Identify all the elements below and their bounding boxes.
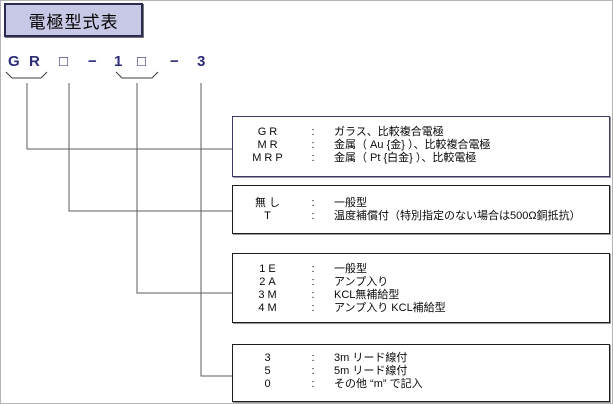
colon-separator: :: [311, 289, 315, 301]
code-description: ガラス、比較複合電極: [334, 126, 444, 138]
code-value: 無し: [255, 197, 283, 209]
title-box: 電極型式表: [4, 3, 143, 37]
legend-row: T : 温度補償付（特別指定のない場合は500Ω銅抵抗）: [233, 210, 609, 223]
connector-lead-line: [200, 83, 232, 377]
colon-separator: :: [311, 365, 315, 377]
placeholder-square: □: [59, 53, 69, 70]
legend-row: GR : ガラス、比較複合電極: [233, 126, 609, 139]
code-description: アンプ入り KCL補給型: [334, 302, 446, 314]
code-description: 一般型: [334, 263, 367, 275]
colon-separator: :: [311, 263, 315, 275]
code-dash: −: [170, 53, 179, 70]
code-description: 5m リード線付: [334, 365, 408, 377]
code-value: 2A: [259, 276, 279, 288]
legend-row: MRP : 金属（ Pt {白金} ）、比較電極: [233, 152, 609, 165]
lead-wire-legend-box: 3 : 3m リード線付 5 : 5m リード線付 0 : その他 “m” で記…: [232, 344, 610, 402]
code-value: 3: [264, 352, 274, 364]
type-legend-box: 1E : 一般型 2A : アンプ入り 3M : KCL無補給型 4M : アン…: [232, 253, 610, 323]
colon-separator: :: [311, 126, 315, 138]
code-char-1: 1: [114, 53, 123, 70]
code-description: 金属（ Au {金} ）、比較複合電極: [334, 139, 491, 151]
colon-separator: :: [311, 197, 315, 209]
code-value: 0: [264, 378, 274, 390]
legend-row: 4M : アンプ入り KCL補給型: [233, 302, 609, 315]
legend-row: 3M : KCL無補給型: [233, 289, 609, 302]
code-char-g: G: [8, 53, 20, 70]
colon-separator: :: [311, 139, 315, 151]
code-value: 1E: [259, 263, 279, 275]
code-description: KCL無補給型: [334, 289, 400, 301]
legend-row: 1E : 一般型: [233, 263, 609, 276]
code-value: 4M: [258, 302, 280, 314]
legend-row: 3 : 3m リード線付: [233, 352, 609, 365]
code-description: アンプ入り: [334, 276, 389, 288]
code-description: 一般型: [334, 197, 367, 209]
code-value: GR: [257, 126, 281, 138]
legend-row: 5 : 5m リード線付: [233, 365, 609, 378]
colon-separator: :: [311, 302, 315, 314]
code-description: その他 “m” で記入: [334, 378, 423, 390]
code-description: 金属（ Pt {白金} ）、比較電極: [334, 152, 477, 164]
placeholder-square: □: [137, 53, 147, 70]
temperature-legend-box: 無し : 一般型 T : 温度補償付（特別指定のない場合は500Ω銅抵抗）: [232, 185, 610, 234]
legend-row: MR : 金属（ Au {金} ）、比較複合電極: [233, 139, 609, 152]
code-value: 5: [264, 365, 274, 377]
colon-separator: :: [311, 276, 315, 288]
code-char-3: 3: [197, 53, 206, 70]
code-value: 3M: [258, 289, 280, 301]
colon-separator: :: [311, 352, 315, 364]
code-description: 温度補償付（特別指定のない場合は500Ω銅抵抗）: [334, 210, 581, 222]
series-legend-box: GR : ガラス、比較複合電極 MR : 金属（ Au {金} ）、比較複合電極…: [232, 116, 610, 177]
code-value: MR: [257, 139, 281, 151]
legend-row: 2A : アンプ入り: [233, 276, 609, 289]
colon-separator: :: [311, 152, 315, 164]
underbrace-gr-icon: [5, 71, 48, 79]
legend-row: 無し : 一般型: [233, 197, 609, 210]
colon-separator: :: [311, 378, 315, 390]
legend-row: 0 : その他 “m” で記入: [233, 378, 609, 391]
code-value: MRP: [252, 152, 286, 164]
code-char-r: R: [29, 53, 40, 70]
code-value: T: [264, 210, 274, 222]
connector-type-line: [136, 83, 232, 294]
colon-separator: :: [311, 210, 315, 222]
connector-series-line: [26, 83, 232, 150]
code-description: 3m リード線付: [334, 352, 408, 364]
page-title: 電極型式表: [28, 12, 119, 32]
underbrace-1x-icon: [115, 71, 159, 79]
connector-temp-line: [68, 83, 232, 212]
code-dash: −: [88, 53, 97, 70]
